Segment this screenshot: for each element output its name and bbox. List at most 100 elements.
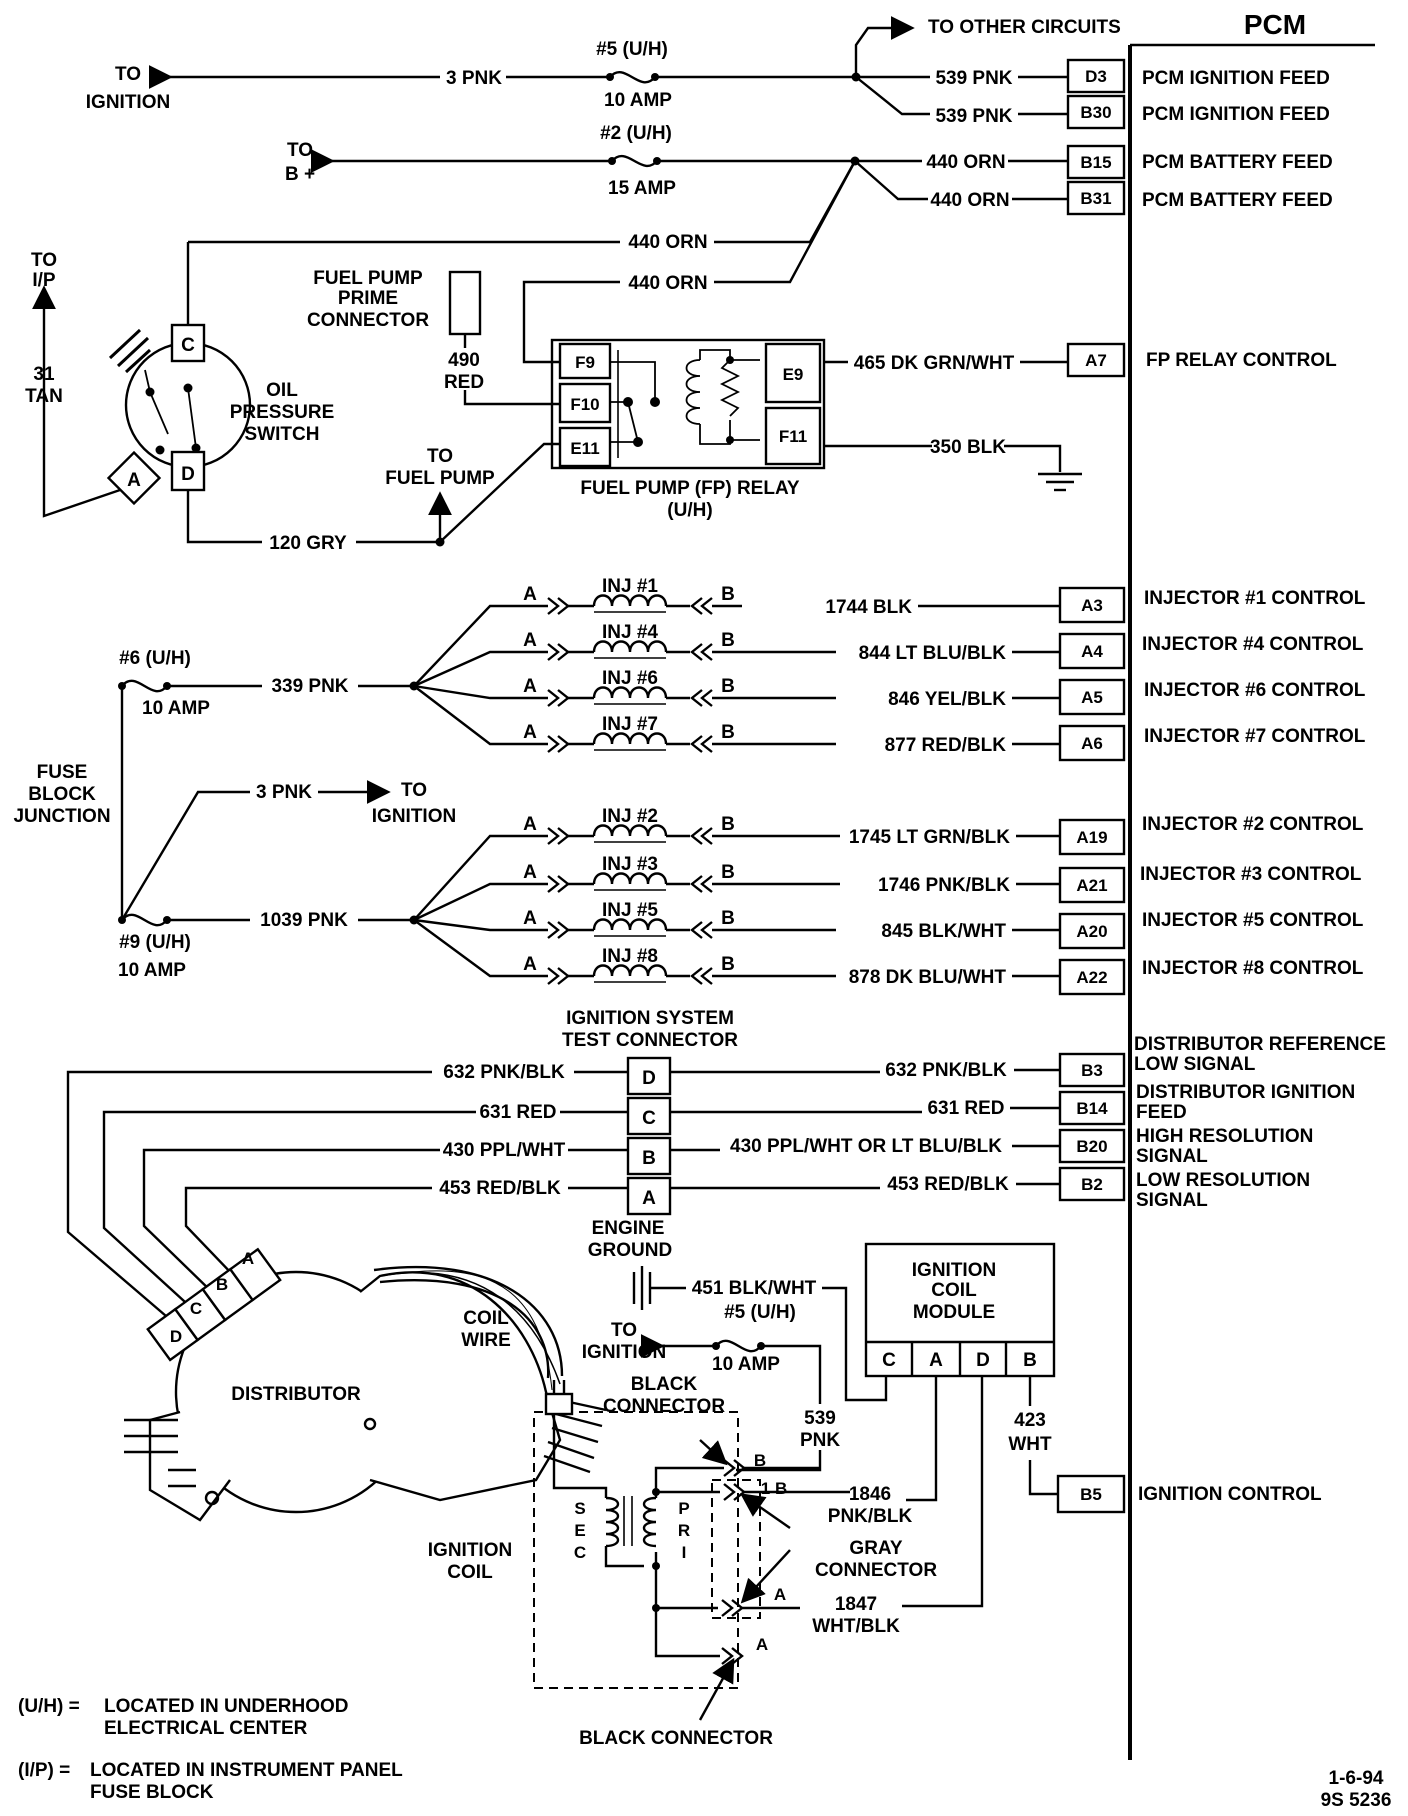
svg-text:A7: A7 [1085, 351, 1107, 370]
black-connector-bottom: BLACK CONNECTOR [579, 1728, 773, 1749]
fuse-block-junction: FUSE [37, 762, 88, 783]
module-pin-a: A [929, 1350, 943, 1371]
fuse5-coil: #5 (U/H) [724, 1302, 796, 1323]
relay-label-2: (U/H) [667, 500, 712, 521]
wire-440-d: 440 ORN [628, 273, 707, 294]
injector-pin-b: B [721, 814, 735, 835]
pcm-pin-a4: A4 [1058, 632, 1126, 670]
svg-text:SIGNAL: SIGNAL [1136, 1190, 1208, 1211]
wire-490: 490 [448, 350, 480, 371]
svg-text:INJECTOR #7 CONTROL: INJECTOR #7 CONTROL [1144, 726, 1366, 747]
pcm-pin-b14: B14 [1058, 1090, 1126, 1126]
wire-440-a: 440 ORN [926, 152, 1005, 173]
injector-coil-icon [592, 964, 668, 977]
to-fuel-pump-2: FUEL PUMP [385, 468, 495, 489]
injector-pin-a: A [523, 584, 537, 605]
relay-pin-e9: E9 [783, 365, 804, 384]
wire-350: 350 BLK [930, 437, 1006, 458]
pcm-pin-b31: B31 [1066, 180, 1126, 216]
prime-connector-label-2: PRIME [338, 288, 398, 309]
test-connector-label-2: TEST CONNECTOR [562, 1030, 738, 1051]
test-connector-label: IGNITION SYSTEM [566, 1008, 734, 1029]
injector-pin-b: B [721, 954, 735, 975]
wire-423: 423 [1014, 1410, 1046, 1431]
injector-coil-icon [592, 918, 668, 931]
footer-code: 9S 5236 [1321, 1790, 1392, 1811]
dist-pin-a: A [242, 1249, 254, 1268]
wire-453-left: 453 RED/BLK [439, 1178, 561, 1199]
oil-pin-c: C [181, 335, 195, 356]
to-ignition-label-2: IGNITION [86, 92, 170, 113]
fuse2-label: #2 (U/H) [600, 123, 672, 144]
injector-name: INJ #5 [602, 900, 658, 921]
svg-text:LOW RESOLUTION: LOW RESOLUTION [1136, 1170, 1310, 1191]
pri-letter-i: I [682, 1543, 687, 1562]
wire-490-2: RED [444, 372, 484, 393]
ignition-coil [533, 1380, 850, 1721]
svg-text:B3: B3 [1081, 1061, 1103, 1080]
injector-coil-icon [592, 872, 668, 885]
to-fuel-pump: TO [427, 446, 453, 467]
svg-text:FP RELAY CONTROL: FP RELAY CONTROL [1146, 350, 1337, 371]
legend-ip-1: LOCATED IN INSTRUMENT PANEL [90, 1760, 403, 1781]
injector-pin-a: A [523, 862, 537, 883]
injector-pin-a: A [523, 814, 537, 835]
pcm-pin-b20: B20 [1058, 1128, 1126, 1164]
wire-631-left: 631 RED [479, 1102, 556, 1123]
gray-connector-label: GRAY [849, 1538, 902, 1559]
conn-pin-1b: 1 B [761, 1479, 787, 1498]
module-wiring [640, 1334, 1058, 1608]
wire-631-right: 631 RED [927, 1098, 1004, 1119]
conn-pin-b: B [754, 1451, 766, 1470]
svg-text:B14: B14 [1076, 1099, 1108, 1118]
injector-pin-b: B [721, 908, 735, 929]
fuel-pump-relay [550, 338, 826, 470]
wire-453-right: 453 RED/BLK [887, 1174, 1009, 1195]
injector-pin-b: B [721, 584, 735, 605]
module-label: IGNITION [912, 1260, 996, 1281]
coil-wire-label: COIL [463, 1308, 509, 1329]
ignition-coil-label: IGNITION [428, 1540, 512, 1561]
injector-pin-b: B [721, 722, 735, 743]
module-label-3: MODULE [913, 1302, 995, 1323]
fuse9-label: #9 (U/H) [119, 932, 191, 953]
dist-pin-c: C [190, 1299, 202, 1318]
wire-1847-2: WHT/BLK [812, 1616, 900, 1637]
legend-uh-2: ELECTRICAL CENTER [104, 1718, 308, 1739]
wire-1039: 1039 PNK [260, 910, 348, 931]
oil-pin-d: D [181, 464, 195, 485]
svg-text:A21: A21 [1076, 876, 1107, 895]
svg-text:PCM BATTERY FEED: PCM BATTERY FEED [1142, 152, 1333, 173]
svg-text:DISTRIBUTOR REFERENCE: DISTRIBUTOR REFERENCE [1134, 1034, 1386, 1055]
wire-539-coil-2: PNK [800, 1430, 840, 1451]
pcm-pin-a19: A19 [1058, 818, 1126, 856]
pcm-pin-a6: A6 [1058, 724, 1126, 762]
black-connector-label: BLACK [631, 1374, 698, 1395]
wire-632-left: 632 PNK/BLK [443, 1062, 565, 1083]
injector-wire-label: 1746 PNK/BLK [878, 875, 1010, 896]
svg-text:B2: B2 [1081, 1175, 1103, 1194]
ignition-coil-module [864, 1242, 1056, 1378]
injector-name: INJ #8 [602, 946, 658, 967]
injector-pin-a: A [523, 908, 537, 929]
svg-text:B20: B20 [1076, 1137, 1107, 1156]
fuse5-amp: 10 AMP [604, 90, 672, 111]
injector-name: INJ #4 [602, 622, 658, 643]
injector-wire-label: 844 LT BLU/BLK [859, 643, 1007, 664]
pri-letter-r: R [678, 1521, 690, 1540]
legend-uh-1: LOCATED IN UNDERHOOD [104, 1696, 349, 1717]
svg-text:INJECTOR #3 CONTROL: INJECTOR #3 CONTROL [1140, 864, 1362, 885]
injector-coil-icon [592, 824, 668, 837]
pcm-pin-b2: B2 [1058, 1166, 1126, 1202]
wire-539-a: 539 PNK [935, 68, 1012, 89]
svg-text:A19: A19 [1076, 828, 1107, 847]
wire-1846-2: PNK/BLK [828, 1506, 913, 1527]
fuse-block-junction-3: JUNCTION [13, 806, 110, 827]
svg-text:INJECTOR #5 CONTROL: INJECTOR #5 CONTROL [1142, 910, 1364, 931]
test-connector [626, 1056, 672, 1216]
